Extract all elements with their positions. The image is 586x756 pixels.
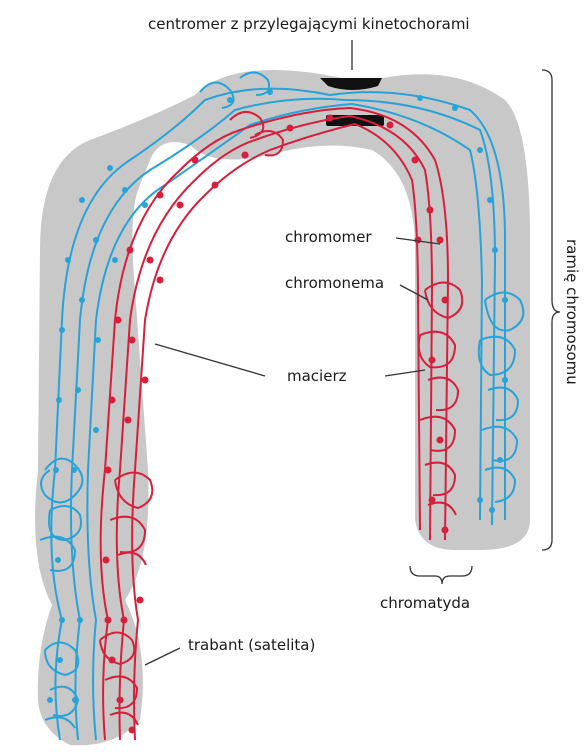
label-chromonema: chromonema <box>285 274 384 292</box>
label-chromosome-arm: ramię chromosomu <box>563 239 581 379</box>
label-trabant: trabant (satelita) <box>188 636 315 654</box>
label-macierz: macierz <box>287 367 347 385</box>
label-centromere: centromer z przylegającymi kinetochorami <box>148 15 470 33</box>
label-chromatyda: chromatyda <box>380 594 470 612</box>
label-chromomer: chromomer <box>285 228 372 246</box>
